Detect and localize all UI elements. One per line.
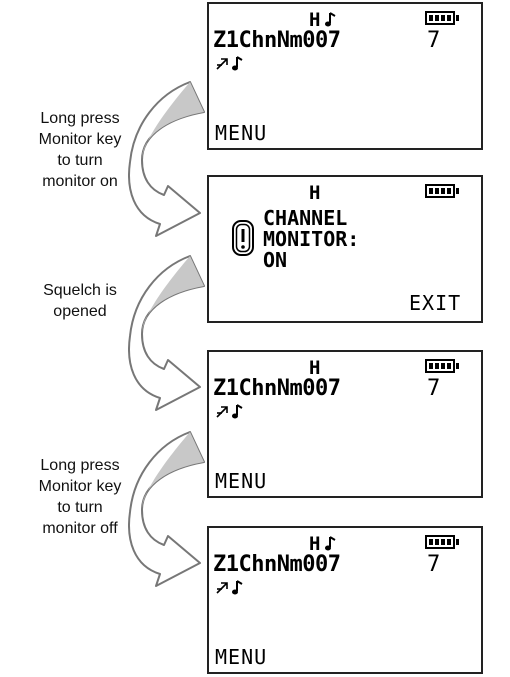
battery-full-icon [425, 359, 459, 373]
channel-name: Z1ChnNm007 [213, 552, 341, 577]
music-note-icon [232, 404, 243, 419]
step-label-squelch-opened: Squelch is opened [10, 280, 150, 322]
curved-arrow-1 [128, 81, 205, 237]
channel-name: Z1ChnNm007 [213, 28, 341, 53]
message-line: CHANNEL [263, 206, 348, 230]
alert-exclamation-icon [232, 220, 254, 256]
message-line: MONITOR: [263, 227, 360, 251]
radio-screen-monitor-on: H CHANNEL MONITOR: ON EXIT [207, 175, 483, 323]
diagonal-arrow-icon [216, 582, 228, 594]
power-level: H [309, 182, 321, 204]
step-line: Long press [40, 110, 120, 127]
battery-full-icon [425, 11, 459, 25]
menu-softkey[interactable]: MENU [215, 645, 268, 669]
channel-number: 7 [427, 28, 441, 53]
step-label-monitor-on: Long press Monitor key to turn monitor o… [10, 108, 150, 192]
power-level: H [309, 357, 321, 379]
diagonal-arrow-icon [216, 58, 228, 70]
step-line: Long press [40, 457, 120, 474]
step-line: monitor off [42, 520, 118, 537]
step-line: opened [53, 303, 107, 320]
diagonal-arrow-icon [216, 406, 228, 418]
music-note-icon [325, 12, 336, 27]
music-note-icon [232, 56, 243, 71]
battery-full-icon [425, 184, 459, 198]
message-line: ON [263, 248, 288, 272]
curved-arrow-2 [128, 255, 205, 411]
music-note-icon [325, 536, 336, 551]
channel-number: 7 [427, 376, 441, 401]
curved-arrow-3 [128, 431, 205, 587]
channel-name: Z1ChnNm007 [213, 376, 341, 401]
step-line: to turn [57, 152, 103, 169]
radio-screen-home-2: H Z1ChnNm007 7 MENU [207, 350, 483, 498]
step-line: Monitor key [38, 478, 122, 495]
step-line: Monitor key [38, 131, 122, 148]
step-label-monitor-off: Long press Monitor key to turn monitor o… [10, 455, 150, 539]
menu-softkey[interactable]: MENU [215, 469, 268, 493]
battery-full-icon [425, 535, 459, 549]
step-line: to turn [57, 499, 103, 516]
exit-softkey[interactable]: EXIT [409, 291, 462, 315]
step-line: Squelch is [43, 282, 117, 299]
step-line: monitor on [42, 173, 118, 190]
power-level: H [309, 9, 321, 31]
radio-screen-home-3: H Z1ChnNm007 7 MENU [207, 526, 483, 674]
radio-screen-home-1: H Z1ChnNm007 7 MENU [207, 2, 483, 150]
channel-number: 7 [427, 552, 441, 577]
power-level: H [309, 533, 321, 555]
menu-softkey[interactable]: MENU [215, 121, 268, 145]
music-note-icon [232, 580, 243, 595]
